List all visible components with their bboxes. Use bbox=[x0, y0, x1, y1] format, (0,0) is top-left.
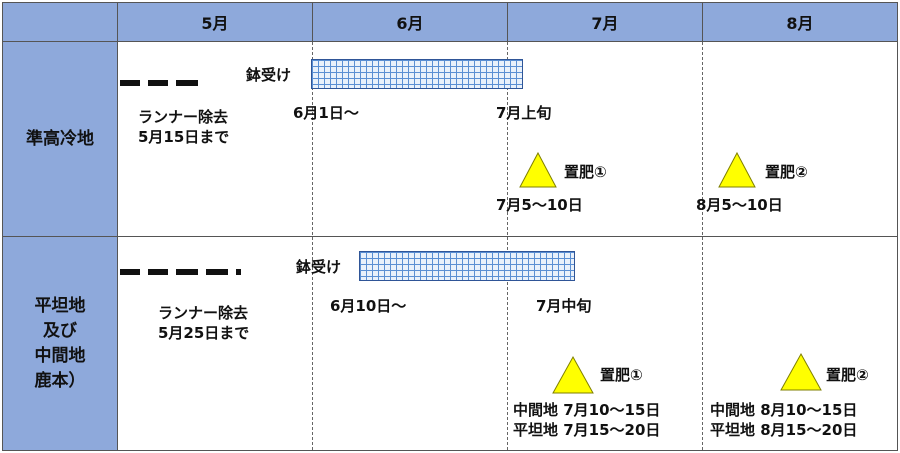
highland-pot-bar bbox=[311, 59, 523, 89]
highland-runner-date: 5月15日まで bbox=[138, 128, 230, 146]
lowland-fert2-date-flat: 平坦地 8月15～20日 bbox=[710, 421, 858, 439]
highland-pot-end: 7月上旬 bbox=[496, 104, 552, 122]
row-label-lowland-line2: 及び bbox=[43, 320, 77, 341]
corner-cell bbox=[2, 2, 118, 42]
lowland-fert1-date-mid: 中間地 7月10～15日 bbox=[513, 401, 661, 419]
lowland-runner-dash-3 bbox=[176, 269, 198, 275]
lowland-fert2-triangle-icon bbox=[780, 352, 822, 391]
divider-august bbox=[702, 42, 703, 450]
highland-pot-label: 鉢受け bbox=[246, 66, 292, 84]
month-header-august: 8月 bbox=[702, 2, 898, 42]
highland-fert1-label: 置肥① bbox=[564, 163, 607, 181]
row-label-lowland-line1: 平坦地 bbox=[34, 295, 86, 316]
lowland-fert2-label: 置肥② bbox=[826, 366, 869, 384]
month-header-july: 7月 bbox=[507, 2, 703, 42]
lowland-fert1-triangle-icon bbox=[552, 355, 594, 394]
lowland-runner-label: ランナー除去 bbox=[158, 304, 249, 322]
highland-fert2-date: 8月5～10日 bbox=[696, 196, 783, 214]
row-label-highland-text: 準高冷地 bbox=[26, 128, 94, 149]
row-label-highland: 準高冷地 bbox=[2, 41, 118, 237]
divider-july bbox=[507, 42, 508, 450]
lowland-runner-dash-1 bbox=[120, 269, 140, 275]
divider-june bbox=[312, 42, 313, 450]
lowland-pot-label: 鉢受け bbox=[296, 258, 342, 276]
highland-runner-label: ランナー除去 bbox=[138, 108, 229, 126]
highland-pot-start: 6月1日～ bbox=[293, 104, 359, 122]
lowland-runner-dash-2 bbox=[148, 269, 168, 275]
lowland-pot-bar bbox=[359, 251, 575, 281]
lowland-runner-dash-4 bbox=[206, 269, 228, 275]
row-label-lowland: 平坦地 及び 中間地 鹿本） bbox=[2, 236, 118, 451]
runner-dash-3 bbox=[176, 80, 198, 86]
runner-dash-1 bbox=[120, 80, 140, 86]
highland-fert2-label: 置肥② bbox=[765, 163, 808, 181]
runner-dash-2 bbox=[148, 80, 168, 86]
lowland-fert1-date-flat: 平坦地 7月15～20日 bbox=[513, 421, 661, 439]
month-header-june: 6月 bbox=[312, 2, 508, 42]
row-label-lowland-line3: 中間地 bbox=[34, 345, 86, 366]
highland-fert1-date: 7月5～10日 bbox=[496, 196, 583, 214]
highland-fert1-triangle-icon bbox=[519, 151, 557, 188]
lowland-fert2-date-mid: 中間地 8月10～15日 bbox=[710, 401, 858, 419]
highland-fert2-triangle-icon bbox=[718, 151, 756, 188]
row-label-lowland-line4: 鹿本） bbox=[34, 370, 86, 391]
lowland-fert1-label: 置肥① bbox=[600, 366, 643, 384]
lowland-pot-end: 7月中旬 bbox=[536, 297, 592, 315]
month-header-may: 5月 bbox=[117, 2, 313, 42]
lowland-pot-start: 6月10日～ bbox=[330, 297, 407, 315]
lowland-runner-date: 5月25日まで bbox=[158, 324, 250, 342]
lowland-runner-dash-5 bbox=[236, 269, 241, 275]
